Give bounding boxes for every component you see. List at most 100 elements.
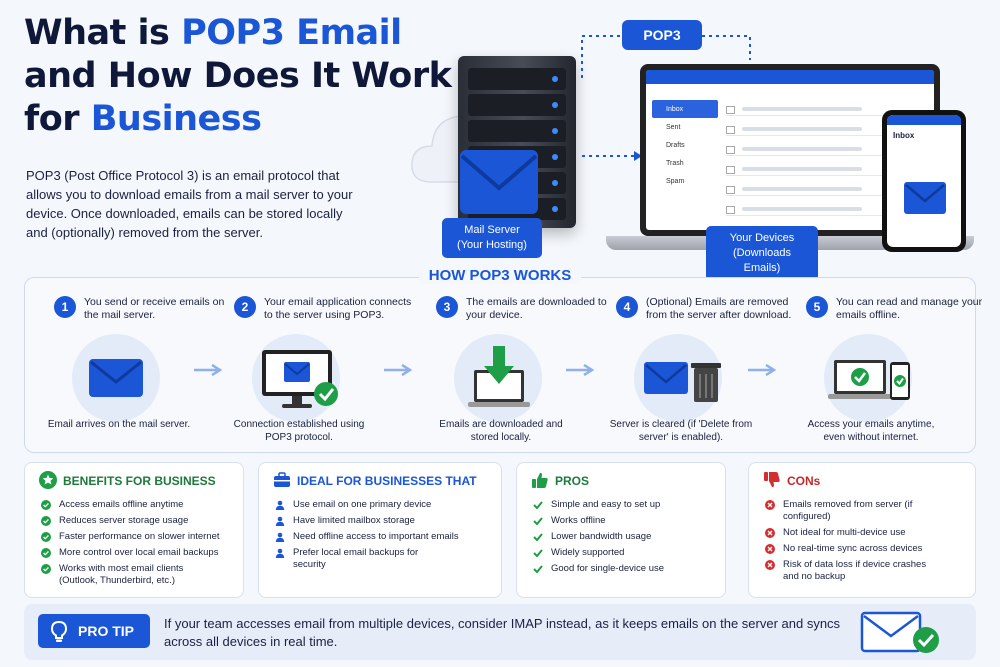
list-item: Risk of data loss if device crashes and … — [765, 559, 940, 583]
list-item: Access emails offline anytime — [41, 499, 221, 511]
mail-server-caption-line1: Mail Server — [464, 224, 520, 236]
envelope-trash-icon — [644, 362, 721, 402]
star-badge-icon — [39, 471, 57, 489]
person-icon — [275, 500, 285, 510]
person-icon — [275, 516, 285, 526]
step-number: 1 — [54, 296, 76, 318]
step-illustration — [454, 334, 542, 422]
person-icon — [275, 548, 285, 558]
list-item: Faster performance on slower internet — [41, 531, 221, 543]
arrow-right-icon — [384, 364, 413, 376]
arrow-right-icon — [194, 364, 223, 376]
title-middle: and How Does It Work for — [24, 56, 452, 139]
pros-list: Simple and easy to set up Works offline … — [533, 499, 664, 579]
laptop-download-icon — [468, 346, 530, 407]
intro-text: POP3 (Post Office Protocol 3) is an emai… — [26, 168, 353, 240]
phone-device: Inbox — [882, 110, 966, 252]
pro-tip-label: PRO TIP — [78, 623, 135, 639]
how-pop3-works-title: HOW POP3 WORKS — [0, 267, 1000, 285]
folder-trash: Trash — [666, 159, 684, 167]
arrow-right-icon — [748, 364, 777, 376]
list-item: Have limited mailbox storage — [275, 515, 459, 527]
check-circle-icon — [41, 532, 51, 542]
check-icon — [533, 565, 543, 574]
list-item: Use email on one primary device — [275, 499, 459, 511]
ideal-text: Prefer local email backups for security — [293, 547, 419, 570]
list-item: No real-time sync across devices — [765, 543, 965, 555]
briefcase-icon — [274, 472, 290, 487]
ideal-text: Have limited mailbox storage — [293, 515, 415, 526]
pop3-badge: POP3 — [622, 20, 702, 50]
phone-inbox-label: Inbox — [893, 131, 915, 140]
ideal-text: Use email on one primary device — [293, 499, 432, 510]
pro-text: Simple and easy to set up — [551, 499, 661, 510]
step-text: The emails are downloaded to your device… — [466, 296, 607, 321]
pros-title: PROS — [555, 474, 590, 488]
mail-server-caption: Mail Server (Your Hosting) — [442, 218, 542, 258]
mail-server-caption-line2: (Your Hosting) — [457, 239, 527, 251]
list-item: Widely supported — [533, 547, 664, 559]
check-icon — [533, 533, 543, 542]
hero-illustration: Mail Server (Your Hosting) POP3 Inbox Se… — [410, 14, 980, 281]
list-item: Need offline access to important emails — [275, 531, 459, 543]
ideal-text: Need offline access to important emails — [293, 531, 459, 542]
folder-inbox: Inbox — [652, 100, 718, 118]
step-number: 2 — [234, 296, 256, 318]
thumbs-up-icon — [532, 472, 548, 488]
step-caption: Emails are downloaded and stored locally… — [439, 419, 563, 443]
devices-caption-line1: Your Devices — [729, 232, 795, 244]
title-prefix: What is — [24, 13, 182, 53]
benefits-title: BENEFITS FOR BUSINESS — [63, 474, 216, 488]
con-text: Risk of data loss if device crashes and … — [783, 559, 927, 582]
step-text: (Optional) Emails are removed from the s… — [646, 296, 792, 321]
pro-tip-banner: PRO TIP If your team accesses email from… — [24, 604, 976, 660]
benefit-text: Reduces server storage usage — [59, 515, 189, 526]
title-highlight-business: Business — [90, 99, 262, 139]
pro-tip-text: If your team accesses email from multipl… — [164, 616, 841, 649]
pro-text: Good for single-device use — [551, 563, 665, 574]
folder-spam: Spam — [666, 177, 685, 185]
list-item: Prefer local email backups for security — [275, 547, 445, 571]
step-number: 3 — [436, 296, 458, 318]
check-circle-icon — [41, 548, 51, 558]
x-circle-icon — [765, 500, 775, 510]
step-caption: Email arrives on the mail server. — [47, 419, 191, 430]
page-title: What is POP3 Email and How Does It Work … — [24, 12, 454, 141]
devices-caption: Your Devices (Downloads Emails) — [706, 226, 818, 281]
check-circle-icon — [41, 516, 51, 526]
list-item: More control over local email backups — [41, 547, 221, 559]
check-circle-icon — [41, 500, 51, 510]
folder-sent: Sent — [666, 123, 681, 131]
step-number: 4 — [616, 296, 638, 318]
envelope-check-icon — [860, 611, 939, 653]
con-text: Not ideal for multi-device use — [783, 527, 906, 538]
thumbs-down-icon — [764, 472, 780, 488]
folder-drafts: Drafts — [666, 141, 685, 149]
lightbulb-icon — [50, 621, 68, 642]
ideal-for-card: IDEAL FOR BUSINESSES THAT Use email on o… — [258, 462, 502, 598]
ideal-title: IDEAL FOR BUSINESSES THAT — [297, 474, 477, 488]
title-highlight: POP3 Email — [181, 13, 402, 53]
list-item: Not ideal for multi-device use — [765, 527, 965, 539]
devices-check-icon — [828, 360, 910, 400]
list-item: Lower bandwidth usage — [533, 531, 664, 543]
step-text: You can read and manage your emails offl… — [836, 296, 983, 321]
benefit-text: Faster performance on slower internet — [59, 531, 220, 542]
list-item: Works with most email clients (Outlook, … — [41, 563, 221, 587]
check-icon — [533, 501, 543, 510]
list-item: Simple and easy to set up — [533, 499, 664, 511]
pro-text: Widely supported — [551, 547, 625, 558]
pro-text: Works offline — [551, 515, 606, 526]
benefit-text: More control over local email backups — [59, 547, 219, 558]
cons-list: Emails removed from server (if configure… — [765, 499, 965, 587]
check-icon — [533, 517, 543, 526]
laptop-folder-list: Inbox Sent Drafts Trash Spam — [652, 100, 718, 190]
step-illustration — [252, 334, 340, 422]
step-illustration — [72, 334, 160, 422]
benefits-card: BENEFITS FOR BUSINESS Access emails offl… — [24, 462, 244, 598]
envelope-icon — [89, 359, 143, 397]
step-illustration — [634, 334, 722, 422]
how-title-text: HOW POP3 WORKS — [418, 267, 582, 284]
x-circle-icon — [765, 560, 775, 570]
envelope-icon — [904, 182, 946, 214]
